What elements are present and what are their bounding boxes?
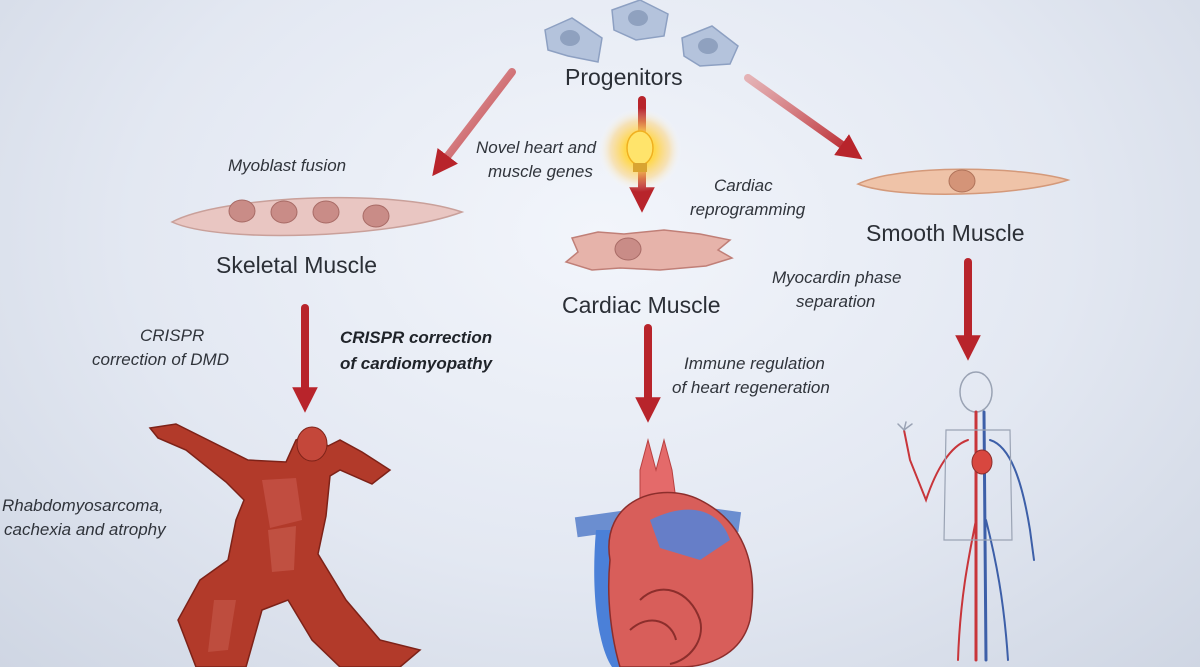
skeletal-muscle-title: Skeletal Muscle bbox=[216, 252, 378, 278]
vascular-body-figure bbox=[897, 371, 1035, 662]
cardiac-reprogramming-line1: Cardiac bbox=[714, 176, 773, 195]
heart-illustration bbox=[574, 438, 754, 667]
progenitors-label: Progenitors bbox=[565, 64, 683, 90]
crispr-cardiomyopathy-line2: of cardiomyopathy bbox=[340, 354, 493, 373]
myocardin-line2: separation bbox=[796, 292, 876, 311]
novel-genes-line1: Novel heart and bbox=[476, 138, 597, 157]
cardiac-muscle-title: Cardiac Muscle bbox=[562, 292, 721, 318]
cardiac-muscle-cell bbox=[564, 229, 734, 271]
crispr-cardiomyopathy-line1: CRISPR correction bbox=[340, 328, 493, 347]
myoblast-fusion-label: Myoblast fusion bbox=[228, 156, 347, 175]
smooth-muscle-cell bbox=[856, 168, 1071, 195]
rhabdomyosarcoma-line2: cachexia and atrophy bbox=[4, 520, 166, 539]
rhabdomyosarcoma-line1: Rhabdomyosarcoma, bbox=[2, 496, 164, 515]
immune-regulation-line2: of heart regeneration bbox=[672, 378, 830, 397]
immune-regulation-line1: Immune regulation bbox=[684, 354, 825, 373]
smooth-muscle-title: Smooth Muscle bbox=[866, 220, 1025, 246]
crispr-dmd-line1: CRISPR bbox=[140, 326, 205, 345]
progenitor-cells bbox=[544, 0, 739, 67]
muscular-body-figure bbox=[148, 423, 422, 667]
novel-genes-line2: muscle genes bbox=[488, 162, 593, 181]
lightbulb-glow-icon bbox=[598, 108, 682, 192]
crispr-dmd-line2: correction of DMD bbox=[92, 350, 229, 369]
myocardin-line1: Myocardin phase bbox=[772, 268, 902, 287]
skeletal-muscle-cell bbox=[170, 196, 465, 237]
cardiac-reprogramming-line2: reprogramming bbox=[690, 200, 806, 219]
